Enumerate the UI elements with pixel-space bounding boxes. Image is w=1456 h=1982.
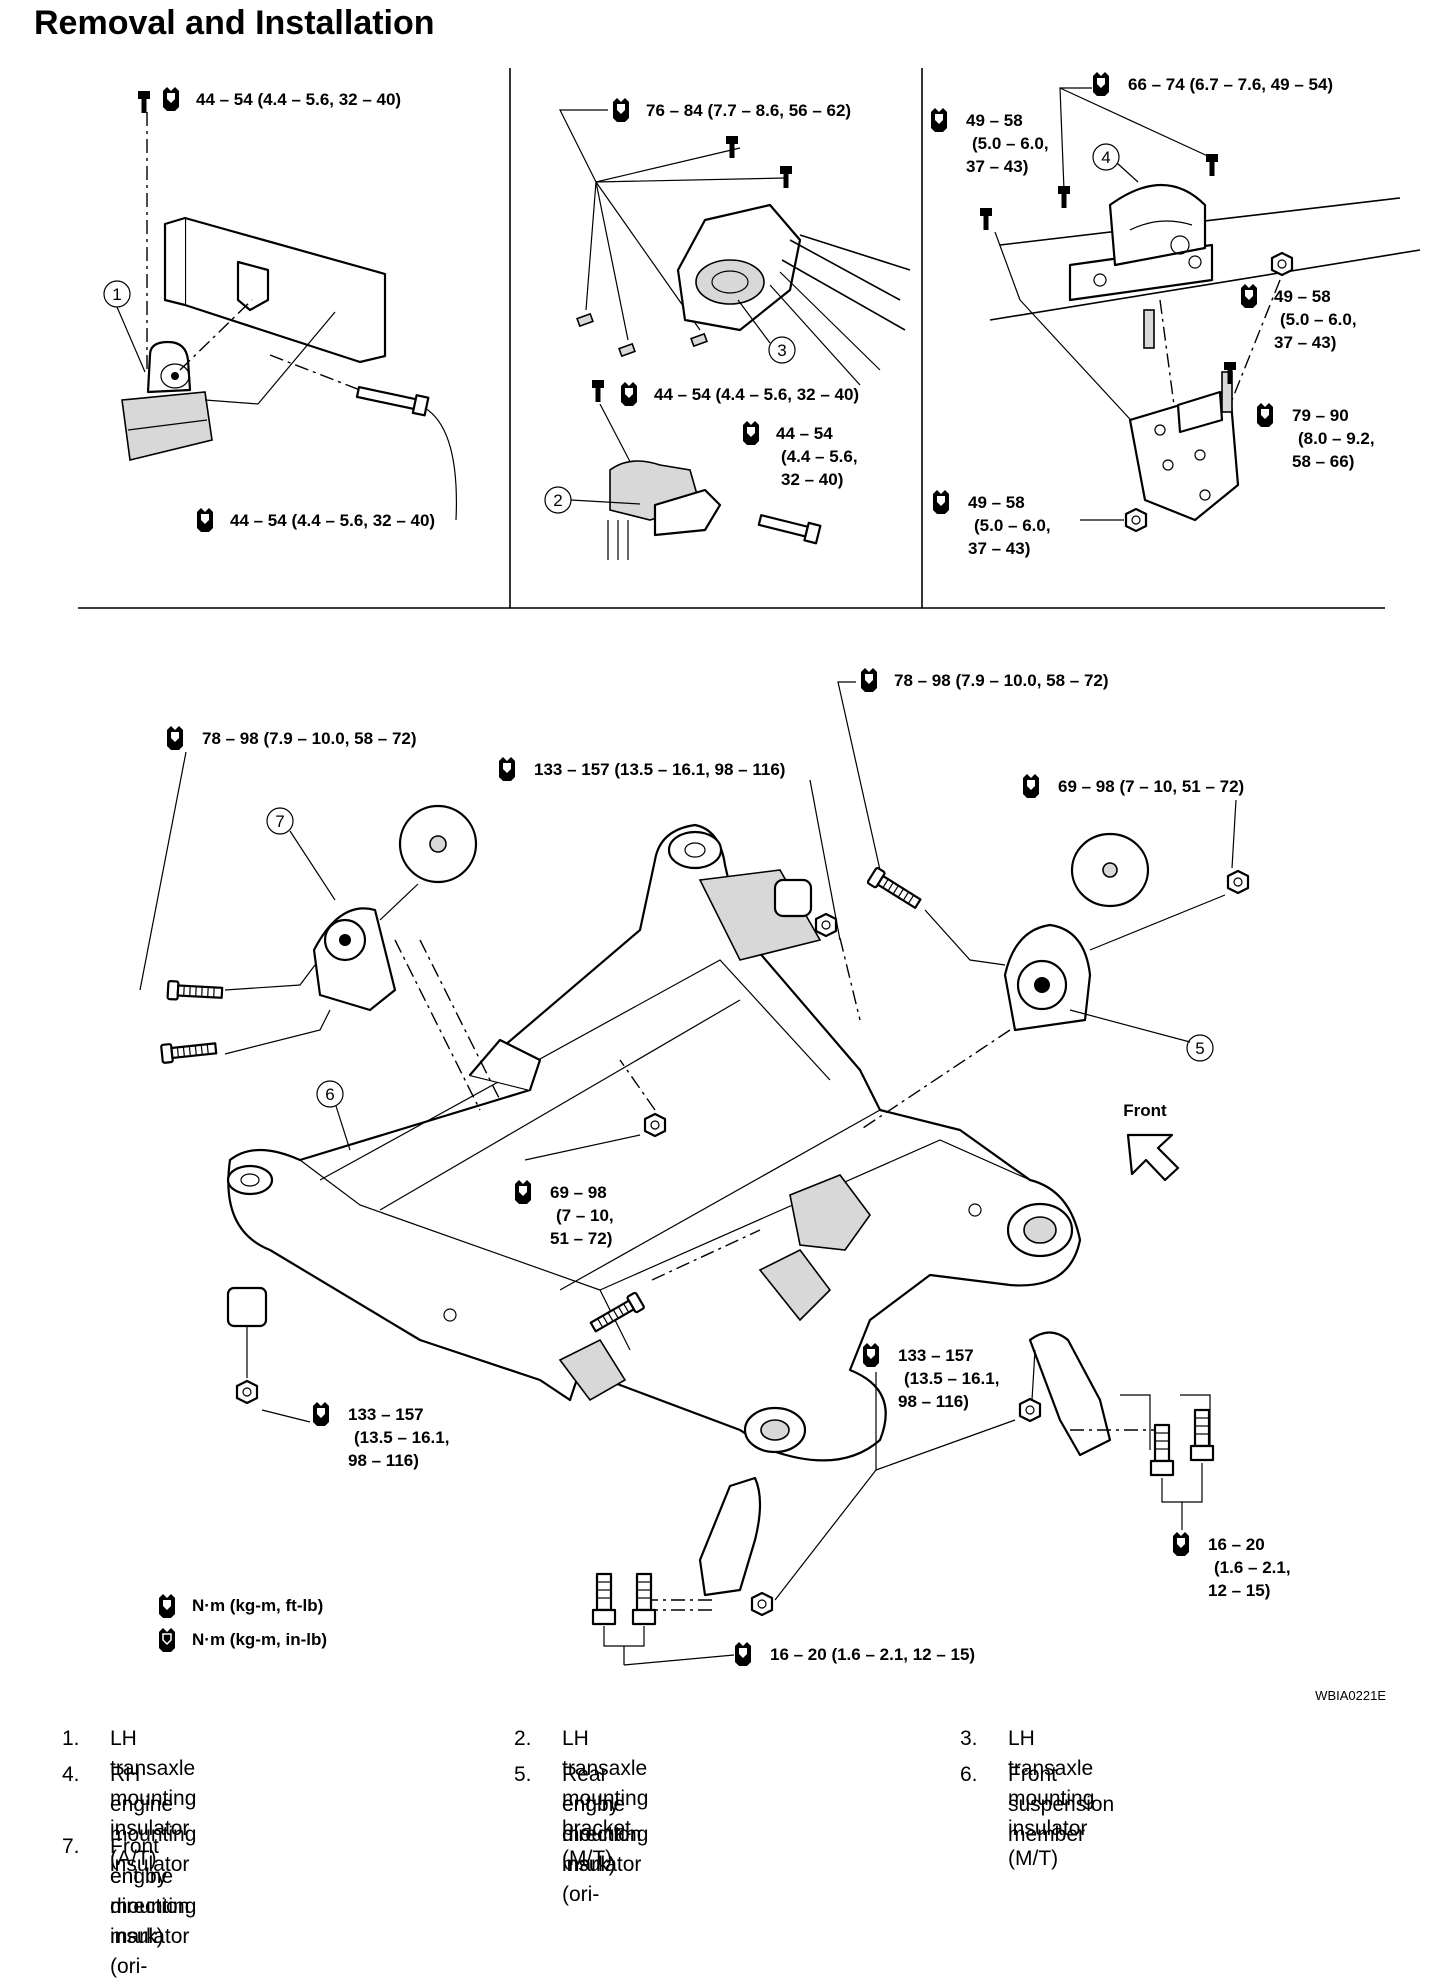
svg-text:69 – 98: 69 – 98: [550, 1183, 607, 1202]
torque-wrench-icon: [1173, 1532, 1189, 1556]
front-label: Front: [1123, 1101, 1167, 1120]
torque-wrench-icon: [1241, 284, 1257, 308]
units-in-lb: N·m (kg-m, in-lb): [192, 1630, 327, 1649]
svg-text:(8.0 – 9.2,: (8.0 – 9.2,: [1298, 429, 1375, 448]
torque-wrench-icon: [1257, 403, 1273, 427]
torque-wrench-icon: [621, 382, 637, 406]
panel-3-rh-engine-mount: 66 – 74 (6.7 – 7.6, 49 – 54) 49 – 58 (5.…: [931, 72, 1421, 558]
exploded-view-diagram: 44 – 54 (4.4 – 5.6, 32 – 40) 1 44 – 54 (…: [78, 68, 1421, 1703]
svg-text:12 – 15): 12 – 15): [1208, 1581, 1270, 1600]
callout-2: 2: [553, 491, 562, 510]
torque-p1-top: 44 – 54 (4.4 – 5.6, 32 – 40): [196, 90, 401, 109]
torque-p2-top: 76 – 84 (7.7 – 8.6, 56 – 62): [646, 101, 851, 120]
svg-text:49 – 58: 49 – 58: [1274, 287, 1331, 306]
svg-text:(1.6 – 2.1,: (1.6 – 2.1,: [1214, 1558, 1291, 1577]
svg-text:49 – 58: 49 – 58: [966, 111, 1023, 130]
torque-m-front-left: 78 – 98 (7.9 – 10.0, 58 – 72): [202, 729, 417, 748]
svg-text:(5.0 – 6.0,: (5.0 – 6.0,: [972, 134, 1049, 153]
callout-5: 5: [1195, 1039, 1204, 1058]
callout-4: 4: [1101, 148, 1110, 167]
svg-text:(7 – 10,: (7 – 10,: [556, 1206, 614, 1225]
panel-dividers: [78, 68, 1385, 609]
svg-text:49 – 58: 49 – 58: [968, 493, 1025, 512]
svg-text:(13.5 – 16.1,: (13.5 – 16.1,: [904, 1369, 999, 1388]
svg-text:79 – 90: 79 – 90: [1292, 406, 1349, 425]
callout-1: 1: [112, 285, 121, 304]
panel-1-lh-transaxle-at: 44 – 54 (4.4 – 5.6, 32 – 40) 1 44 – 54 (…: [103, 87, 457, 532]
svg-text:(13.5 – 16.1,: (13.5 – 16.1,: [354, 1428, 449, 1447]
torque-m-top-right: 78 – 98 (7.9 – 10.0, 58 – 72): [894, 671, 1109, 690]
torque-wrench-icon: [1023, 774, 1039, 798]
svg-text:133 – 157: 133 – 157: [348, 1405, 424, 1424]
units-ft-lb: N·m (kg-m, ft-lb): [192, 1596, 323, 1615]
svg-text:98 – 116): 98 – 116): [348, 1451, 419, 1470]
torque-wrench-icon: [931, 108, 947, 132]
svg-text:37 – 43): 37 – 43): [966, 157, 1028, 176]
torque-wrench-icon: [167, 726, 183, 750]
callout-6: 6: [325, 1085, 334, 1104]
svg-text:44 – 54: 44 – 54: [776, 424, 833, 443]
svg-text:133 – 157: 133 – 157: [898, 1346, 974, 1365]
svg-text:51 – 72): 51 – 72): [550, 1229, 612, 1248]
torque-m-right-nut: 69 – 98 (7 – 10, 51 – 72): [1058, 777, 1244, 796]
torque-p1-bottom: 44 – 54 (4.4 – 5.6, 32 – 40): [230, 511, 435, 530]
svg-text:58 – 66): 58 – 66): [1292, 452, 1354, 471]
torque-wrench-icon: [933, 490, 949, 514]
svg-text:98 – 116): 98 – 116): [898, 1392, 969, 1411]
torque-wrench-icon: [743, 421, 759, 445]
callout-7: 7: [275, 812, 284, 831]
svg-text:16 – 20: 16 – 20: [1208, 1535, 1265, 1554]
front-arrow-icon: [1126, 1133, 1180, 1182]
torque-wrench-icon: [863, 1343, 879, 1367]
svg-text:37 – 43): 37 – 43): [1274, 333, 1336, 352]
torque-wrench-icon: [159, 1594, 175, 1618]
torque-wrench-icon: [735, 1642, 751, 1666]
torque-wrench-icon: [163, 87, 179, 111]
torque-wrench-icon: [197, 508, 213, 532]
torque-wrench-icon: [613, 98, 629, 122]
svg-text:(5.0 – 6.0,: (5.0 – 6.0,: [974, 516, 1051, 535]
figure-code: WBIA0221E: [1315, 1688, 1386, 1703]
torque-m-center-top: 133 – 157 (13.5 – 16.1, 98 – 116): [534, 760, 785, 779]
page-title: Removal and Installation: [34, 4, 435, 42]
torque-m-bolts-bottom: 16 – 20 (1.6 – 2.1, 12 – 15): [770, 1645, 975, 1664]
torque-wrench-icon: [861, 668, 877, 692]
torque-wrench-icon: [499, 757, 515, 781]
torque-wrench-filled-icon: [159, 1628, 175, 1652]
svg-text:37 – 43): 37 – 43): [968, 539, 1030, 558]
svg-text:(4.4 – 5.6,: (4.4 – 5.6,: [781, 447, 858, 466]
panel-2-lh-transaxle-mt: 76 – 84 (7.7 – 8.6, 56 – 62) 3 44 – 54 (…: [544, 98, 911, 560]
torque-p3-top: 66 – 74 (6.7 – 7.6, 49 – 54): [1128, 75, 1333, 94]
bolt-icon: [138, 91, 150, 113]
svg-text:(5.0 – 6.0,: (5.0 – 6.0,: [1280, 310, 1357, 329]
torque-wrench-icon: [1093, 72, 1109, 96]
torque-wrench-icon: [313, 1402, 329, 1426]
svg-text:32 – 40): 32 – 40): [781, 470, 843, 489]
callout-3: 3: [777, 341, 786, 360]
torque-p2-mid: 44 – 54 (4.4 – 5.6, 32 – 40): [654, 385, 859, 404]
main-suspension-diagram: 78 – 98 (7.9 – 10.0, 58 – 72) 78 – 98 (7…: [139, 668, 1386, 1703]
